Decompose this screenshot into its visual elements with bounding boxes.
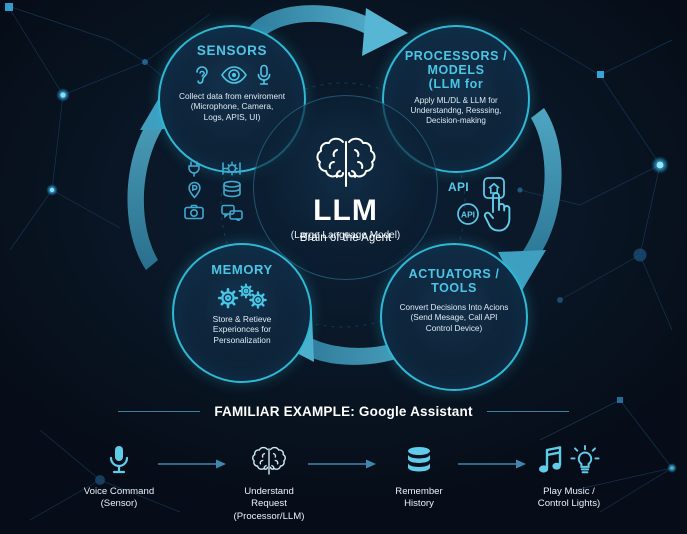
chat-bubbles-icon[interactable]	[221, 204, 243, 221]
microphone-icon	[109, 446, 129, 474]
llm-subtitle: (Large Language Model)	[290, 230, 401, 241]
location-pin-icon[interactable]	[186, 181, 203, 199]
api-cluster: API API	[448, 176, 530, 238]
gears-icon	[217, 283, 267, 309]
node-processors[interactable]: PROCESSORS / MODELS (LLM for Apply ML/DL…	[382, 25, 530, 173]
eye-icon	[221, 66, 247, 84]
flow-step-understand-request[interactable]: Understand Request (Processor/LLM)	[230, 440, 308, 523]
flow-step-voice-command-icons	[107, 440, 131, 482]
agent-loop-diagram: SENSORS Collect data from env	[127, 5, 562, 391]
node-actuators-title: ACTUATORS / TOOLS	[408, 267, 500, 295]
cycle-arrow-right	[498, 108, 562, 294]
node-sensors-desc: Collect data from enviroment (Microphone…	[178, 91, 286, 122]
flow-step-understand-request-icons	[249, 440, 289, 482]
brain-icon	[252, 446, 286, 475]
flow-step-play-music-control-lights[interactable]: Play Music / Control Lights)	[530, 440, 608, 511]
lightbulb-icon	[570, 445, 600, 474]
cycle-arrow-top	[242, 5, 408, 56]
left-icon-grid	[176, 158, 250, 222]
header-rule-left	[118, 411, 201, 412]
node-sensors-title: SENSORS	[196, 43, 268, 58]
music-note-icon	[539, 446, 562, 473]
node-sensors-icons	[192, 64, 272, 86]
node-memory-desc: Store & Retieve Experionces for Personal…	[212, 313, 272, 345]
flow-step-play-music-control-lights-label: Play Music / Control Lights)	[537, 486, 601, 510]
flow-step-play-music-control-lights-icons	[538, 440, 600, 482]
settings-gear-icon[interactable]	[221, 160, 243, 176]
microphone-icon	[257, 64, 271, 85]
flow-step-understand-request-label: Understand Request (Processor/LLM)	[233, 486, 305, 522]
flow-step-voice-command-label: Voice Command (Sensor)	[83, 486, 155, 510]
api-label: API	[448, 180, 469, 194]
flow-step-remember-history-label: Remember History	[395, 486, 443, 510]
flow-arrow-3	[458, 459, 526, 469]
flow-step-remember-history[interactable]: Remember History	[380, 440, 458, 511]
camera-icon[interactable]	[184, 204, 204, 220]
node-memory-title: MEMORY	[211, 262, 273, 277]
pointing-hand-icon[interactable]	[480, 190, 516, 236]
familiar-example-section: FAMILIAR EXAMPLE: Google Assistant Voice…	[0, 392, 687, 534]
node-memory-icons	[215, 283, 269, 309]
flow-arrow-2	[308, 459, 376, 469]
node-memory[interactable]: MEMORY	[172, 243, 312, 383]
node-processors-desc: Apply ML/DL & LLM for Understandng, Ress…	[410, 96, 502, 126]
header-rule-right	[486, 411, 569, 412]
center-llm-hub[interactable]: LLM (Large Language Model)	[253, 95, 438, 280]
flow-arrow-1	[158, 459, 226, 469]
brain-of-the-agent-caption: Brain of the Agent	[299, 232, 392, 244]
database-icon	[408, 447, 430, 472]
flow-step-remember-history-icons	[402, 440, 436, 482]
example-header: FAMILIAR EXAMPLE: Google Assistant	[0, 404, 687, 419]
node-actuators-desc: Convert Decisions Into Acions (Send Mesa…	[399, 303, 509, 333]
example-flow-row: Voice Command (Sensor)	[80, 440, 608, 526]
example-title: FAMILIAR EXAMPLE: Google Assistant	[214, 404, 473, 419]
node-processors-title: PROCESSORS / MODELS (LLM for	[404, 49, 508, 91]
llm-title: LLM	[313, 194, 378, 227]
brain-icon	[316, 137, 375, 187]
svg-text:API: API	[461, 210, 475, 220]
database-icon[interactable]	[221, 180, 243, 200]
ear-icon	[196, 66, 208, 85]
flow-step-voice-command[interactable]: Voice Command (Sensor)	[80, 440, 158, 511]
api-badge-icon[interactable]: API	[456, 202, 480, 226]
node-actuators[interactable]: ACTUATORS / TOOLS Convert Decisions Into…	[380, 243, 528, 391]
plug-icon[interactable]	[186, 160, 203, 177]
